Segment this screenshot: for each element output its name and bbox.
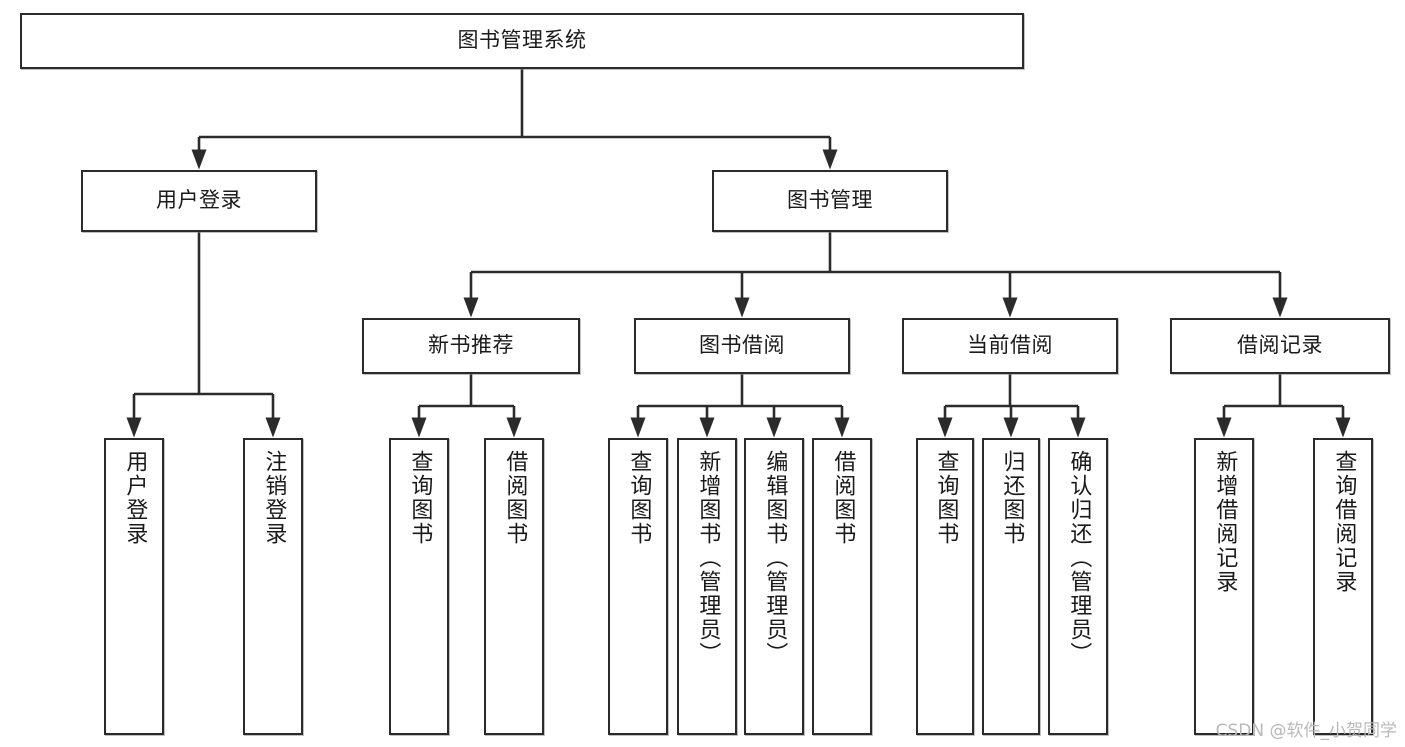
node-label: 新书推荐	[428, 333, 514, 358]
node-label: 查询图书	[626, 450, 652, 546]
node-book-manage[interactable]: 图书管理	[712, 170, 948, 232]
node-label: 查询图书	[407, 450, 433, 546]
node-label: 用户登录	[122, 450, 148, 546]
connector-arrowhead	[822, 149, 838, 170]
node-label: 借阅图书	[830, 450, 856, 546]
connector-arrowhead	[699, 417, 715, 438]
node-label: 用户登录	[156, 188, 242, 213]
connector-arrowhead	[265, 417, 281, 438]
node-label: 借阅记录	[1237, 333, 1323, 358]
node-label: 查询图书	[933, 450, 959, 546]
connector-arrowhead	[191, 149, 207, 170]
node-leaf-user-login[interactable]: 用户登录	[104, 438, 164, 735]
node-label: 图书借阅	[699, 333, 785, 358]
node-label: 新增借阅记录	[1212, 450, 1238, 594]
connector-arrowhead	[1216, 417, 1232, 438]
node-root[interactable]: 图书管理系统	[20, 13, 1024, 69]
node-borrow-record[interactable]: 借阅记录	[1170, 318, 1390, 374]
node-user-login[interactable]: 用户登录	[81, 170, 317, 232]
node-leaf-return-book[interactable]: 归还图书	[982, 438, 1040, 735]
connector-arrowhead	[1002, 297, 1018, 318]
connector-arrowhead	[126, 417, 142, 438]
node-leaf-confirm-return[interactable]: 确认归还（管理员）	[1048, 438, 1108, 735]
node-leaf-query-book-rec[interactable]: 查询图书	[389, 438, 449, 735]
node-leaf-edit-book[interactable]: 编辑图书（管理员）	[744, 438, 804, 735]
connector-arrowhead	[1003, 417, 1019, 438]
node-leaf-add-record[interactable]: 新增借阅记录	[1194, 438, 1254, 735]
node-leaf-query-book-cur[interactable]: 查询图书	[916, 438, 974, 735]
connector-arrowhead	[834, 417, 850, 438]
node-label: 编辑图书（管理员）	[762, 450, 788, 666]
connector-arrowhead	[734, 297, 750, 318]
node-label: 查询借阅记录	[1331, 450, 1357, 594]
node-new-book-rec[interactable]: 新书推荐	[362, 318, 580, 374]
node-label: 借阅图书	[502, 450, 528, 546]
connector-arrowhead	[1335, 417, 1351, 438]
node-label: 图书管理系统	[457, 28, 587, 53]
node-label: 确认归还（管理员）	[1066, 450, 1092, 666]
connector-arrowhead	[463, 297, 479, 318]
connector-arrowhead	[506, 417, 522, 438]
node-leaf-user-logout[interactable]: 注销登录	[243, 438, 303, 735]
node-leaf-borrow-book[interactable]: 借阅图书	[812, 438, 872, 735]
node-current-borrow[interactable]: 当前借阅	[902, 318, 1118, 374]
connector-arrowhead	[766, 417, 782, 438]
node-leaf-add-book[interactable]: 新增图书（管理员）	[677, 438, 737, 735]
node-label: 归还图书	[999, 450, 1025, 546]
node-label: 注销登录	[261, 450, 287, 546]
connector-arrowhead	[1272, 297, 1288, 318]
node-label: 当前借阅	[967, 333, 1053, 358]
connector-arrowhead	[630, 417, 646, 438]
connector-arrowhead	[1070, 417, 1086, 438]
node-leaf-query-book[interactable]: 查询图书	[608, 438, 668, 735]
node-label: 图书管理	[787, 188, 873, 213]
node-leaf-borrow-book-rec[interactable]: 借阅图书	[484, 438, 544, 735]
node-leaf-query-record[interactable]: 查询借阅记录	[1313, 438, 1373, 735]
connector-arrowhead	[411, 417, 427, 438]
connector-arrowhead	[937, 417, 953, 438]
csdn-watermark: CSDN @软件_小贺同学	[1215, 721, 1397, 741]
node-book-borrow[interactable]: 图书借阅	[634, 318, 850, 374]
node-label: 新增图书（管理员）	[695, 450, 721, 666]
